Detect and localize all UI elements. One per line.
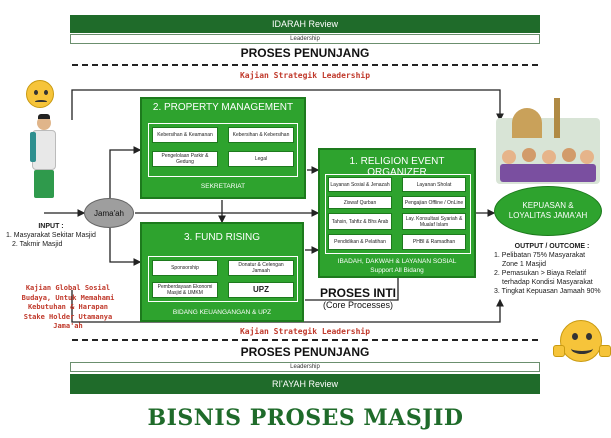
output-line-5: 3. Tingkat Kepuasan Jamaah 90% (494, 288, 601, 295)
religion-item-8: PHBI & Ramadhan (402, 234, 466, 250)
kepuasan-label: KEPUASAN & LOYALITAS JAMA'AH (508, 201, 588, 220)
property-title: 2. PROPERTY MANAGEMENT (152, 102, 294, 113)
idarah-review-bar: IDARAH Review (70, 15, 540, 33)
religion-item-1: Layanan Sosial & Jenazah (328, 177, 392, 192)
proses-inti-title: PROSES INTI (319, 286, 396, 300)
fund-item-3: Pemberdayaan Ekonomi Masjid & UMKM (152, 282, 218, 298)
religion-item-3: Ziswaf Qurban (328, 196, 392, 209)
kajian-global-text: Kajian Global Sosial Budaya, Untuk Memah… (8, 284, 128, 332)
idarah-review-label: IDARAH Review (271, 19, 338, 29)
input-block: INPUT : 1. Masyarakat Sekitar Masjid 2. … (6, 222, 96, 249)
religion-footer-2: Support All Bidang (370, 267, 424, 274)
property-item-1: Kebersihan & Keamanan (152, 127, 218, 143)
jamaah-label: Jama'ah (94, 208, 124, 218)
output-line-2: Zone 1 Masjid (502, 261, 546, 268)
input-line-1: 1. Masyarakat Sekitar Masjid (6, 232, 96, 239)
output-line-3: 2. Pemasukan > Biaya Relatif (494, 270, 587, 277)
confused-emoji-icon (26, 80, 54, 108)
bottom-dashed-divider (72, 339, 538, 341)
religion-title: 1. RELIGION EVENT ORGANIZER (349, 156, 445, 178)
bottom-kajian-label: Kajian Strategik Leadership (239, 327, 371, 336)
top-leadership-bar: Leadership (70, 34, 540, 44)
kajian-global-line-2: Budaya, Untuk Memahami (21, 293, 115, 302)
output-line-4: terhadap Kondisi Masyarakat (502, 279, 593, 286)
input-title: INPUT : (38, 223, 64, 230)
kajian-global-line-5: Jama'ah (53, 322, 83, 330)
religion-footer-1: IBADAH, DAKWAH & LAYANAN SOSIAL (337, 258, 457, 265)
top-leadership-label: Leadership (290, 36, 320, 42)
mosque-illustration-icon (492, 98, 604, 184)
kajian-global-line-4: Stake Holder Utamanya (23, 312, 113, 321)
top-dashed-divider (72, 64, 538, 66)
output-title: OUTPUT / OUTCOME : (514, 243, 590, 250)
output-line-1: 1. Pelibatan 75% Masyarakat (494, 252, 586, 259)
religion-event-box: 1. RELIGION EVENT ORGANIZER Layanan Sosi… (318, 148, 476, 278)
fund-title: 3. FUND RISING (183, 232, 261, 243)
religion-item-4: Pengajian Offline / OnLine (402, 196, 466, 209)
fund-item-4: UPZ (228, 282, 294, 298)
riayah-review-bar: RI'AYAH Review (70, 374, 540, 394)
fund-footer: BIDANG KEUANGANGAN & UPZ (172, 309, 272, 316)
jamaah-node: Jama'ah (84, 198, 134, 228)
person-figure-icon (28, 114, 60, 202)
fund-rising-box: 3. FUND RISING Sponsorship Donatur & Cel… (140, 222, 304, 322)
bottom-penunjang-title: PROSES PENUNJANG (240, 345, 370, 359)
religion-item-2: Layanan Sholat (402, 177, 466, 192)
fund-item-2: Donatur & Celengan Jamaah (228, 260, 294, 276)
property-item-2: Kebersihan & Kebersihan (228, 127, 294, 143)
religion-item-7: Pendidikan & Pelatihan (328, 234, 392, 250)
religion-item-5: Tahsin, Tahfiz & Bhs Arab (328, 213, 392, 230)
bottom-leadership-label: Leadership (290, 364, 320, 370)
kajian-global-line-1: Kajian Global Sosial (25, 284, 111, 292)
top-penunjang-title: PROSES PENUNJANG (240, 46, 370, 60)
proses-inti-subtitle: (Core Processes) (322, 300, 394, 310)
fund-item-1: Sponsorship (152, 260, 218, 276)
property-item-4: Legal (228, 151, 294, 167)
property-footer: SEKRETARIAT (200, 183, 246, 190)
property-management-box: 2. PROPERTY MANAGEMENT Kebersihan & Keam… (140, 97, 306, 199)
kepuasan-node: KEPUASAN & LOYALITAS JAMA'AH (494, 186, 602, 236)
happy-emoji-icon (553, 320, 611, 362)
top-kajian-label: Kajian Strategik Leadership (239, 71, 371, 80)
output-block: OUTPUT / OUTCOME : 1. Pelibatan 75% Masy… (494, 242, 610, 296)
riayah-review-label: RI'AYAH Review (272, 379, 338, 389)
kajian-global-line-3: Kebutuhan & Harapan (27, 303, 109, 311)
input-line-2: 2. Takmir Masjid (12, 241, 63, 248)
proses-inti-label: PROSES INTI (Core Processes) (308, 286, 408, 310)
property-item-3: Pengelolaan Parkir & Gedung (152, 151, 218, 167)
main-title: BISNIS PROSES MASJID (147, 405, 464, 431)
religion-item-6: Lay. Konsultasi Syariah & Mualaf Islam (402, 213, 466, 230)
bottom-leadership-bar: Leadership (70, 362, 540, 372)
